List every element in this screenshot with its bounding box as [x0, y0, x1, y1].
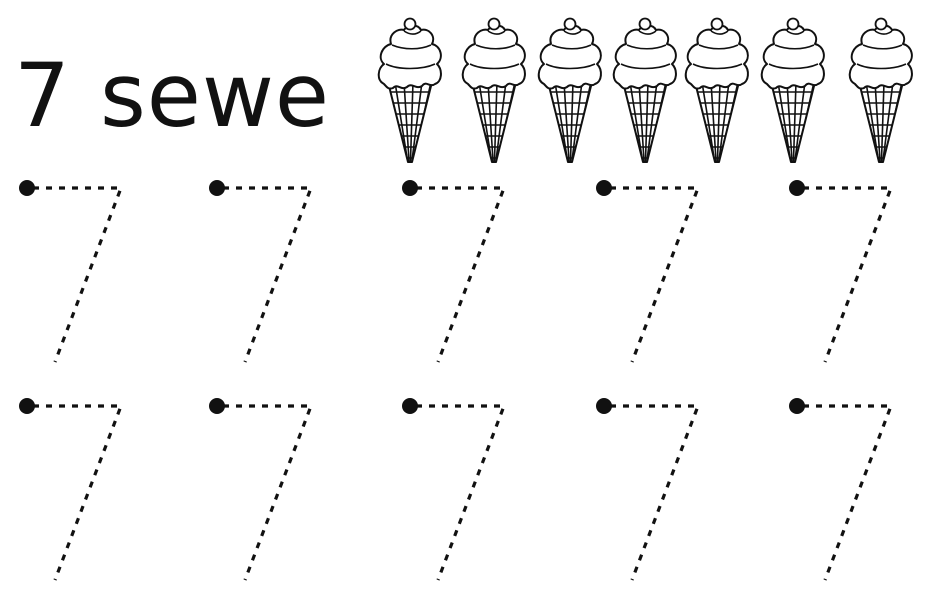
start-dot [789, 398, 805, 414]
trace-digit-seven[interactable] [19, 180, 124, 363]
page-title: 7 sewe [14, 44, 330, 147]
ice-cream-cone-icon [612, 17, 677, 163]
trace-digit-seven[interactable] [789, 180, 894, 363]
start-dot [596, 398, 612, 414]
start-dot [402, 398, 418, 414]
trace-digit-seven[interactable] [402, 398, 507, 581]
start-dot [19, 398, 35, 414]
trace-digit-seven[interactable] [596, 180, 701, 363]
start-dot [209, 180, 225, 196]
ice-cream-cone-icon [848, 17, 913, 163]
trace-digit-seven[interactable] [209, 180, 314, 363]
tracing-practice-area [19, 180, 894, 581]
start-dot [789, 180, 805, 196]
trace-digit-seven[interactable] [789, 398, 894, 581]
start-dot [209, 398, 225, 414]
trace-digit-seven[interactable] [596, 398, 701, 581]
start-dot [402, 180, 418, 196]
trace-digit-seven[interactable] [19, 398, 124, 581]
trace-digit-seven[interactable] [402, 180, 507, 363]
start-dot [19, 180, 35, 196]
start-dot [596, 180, 612, 196]
trace-digit-seven[interactable] [209, 398, 314, 581]
